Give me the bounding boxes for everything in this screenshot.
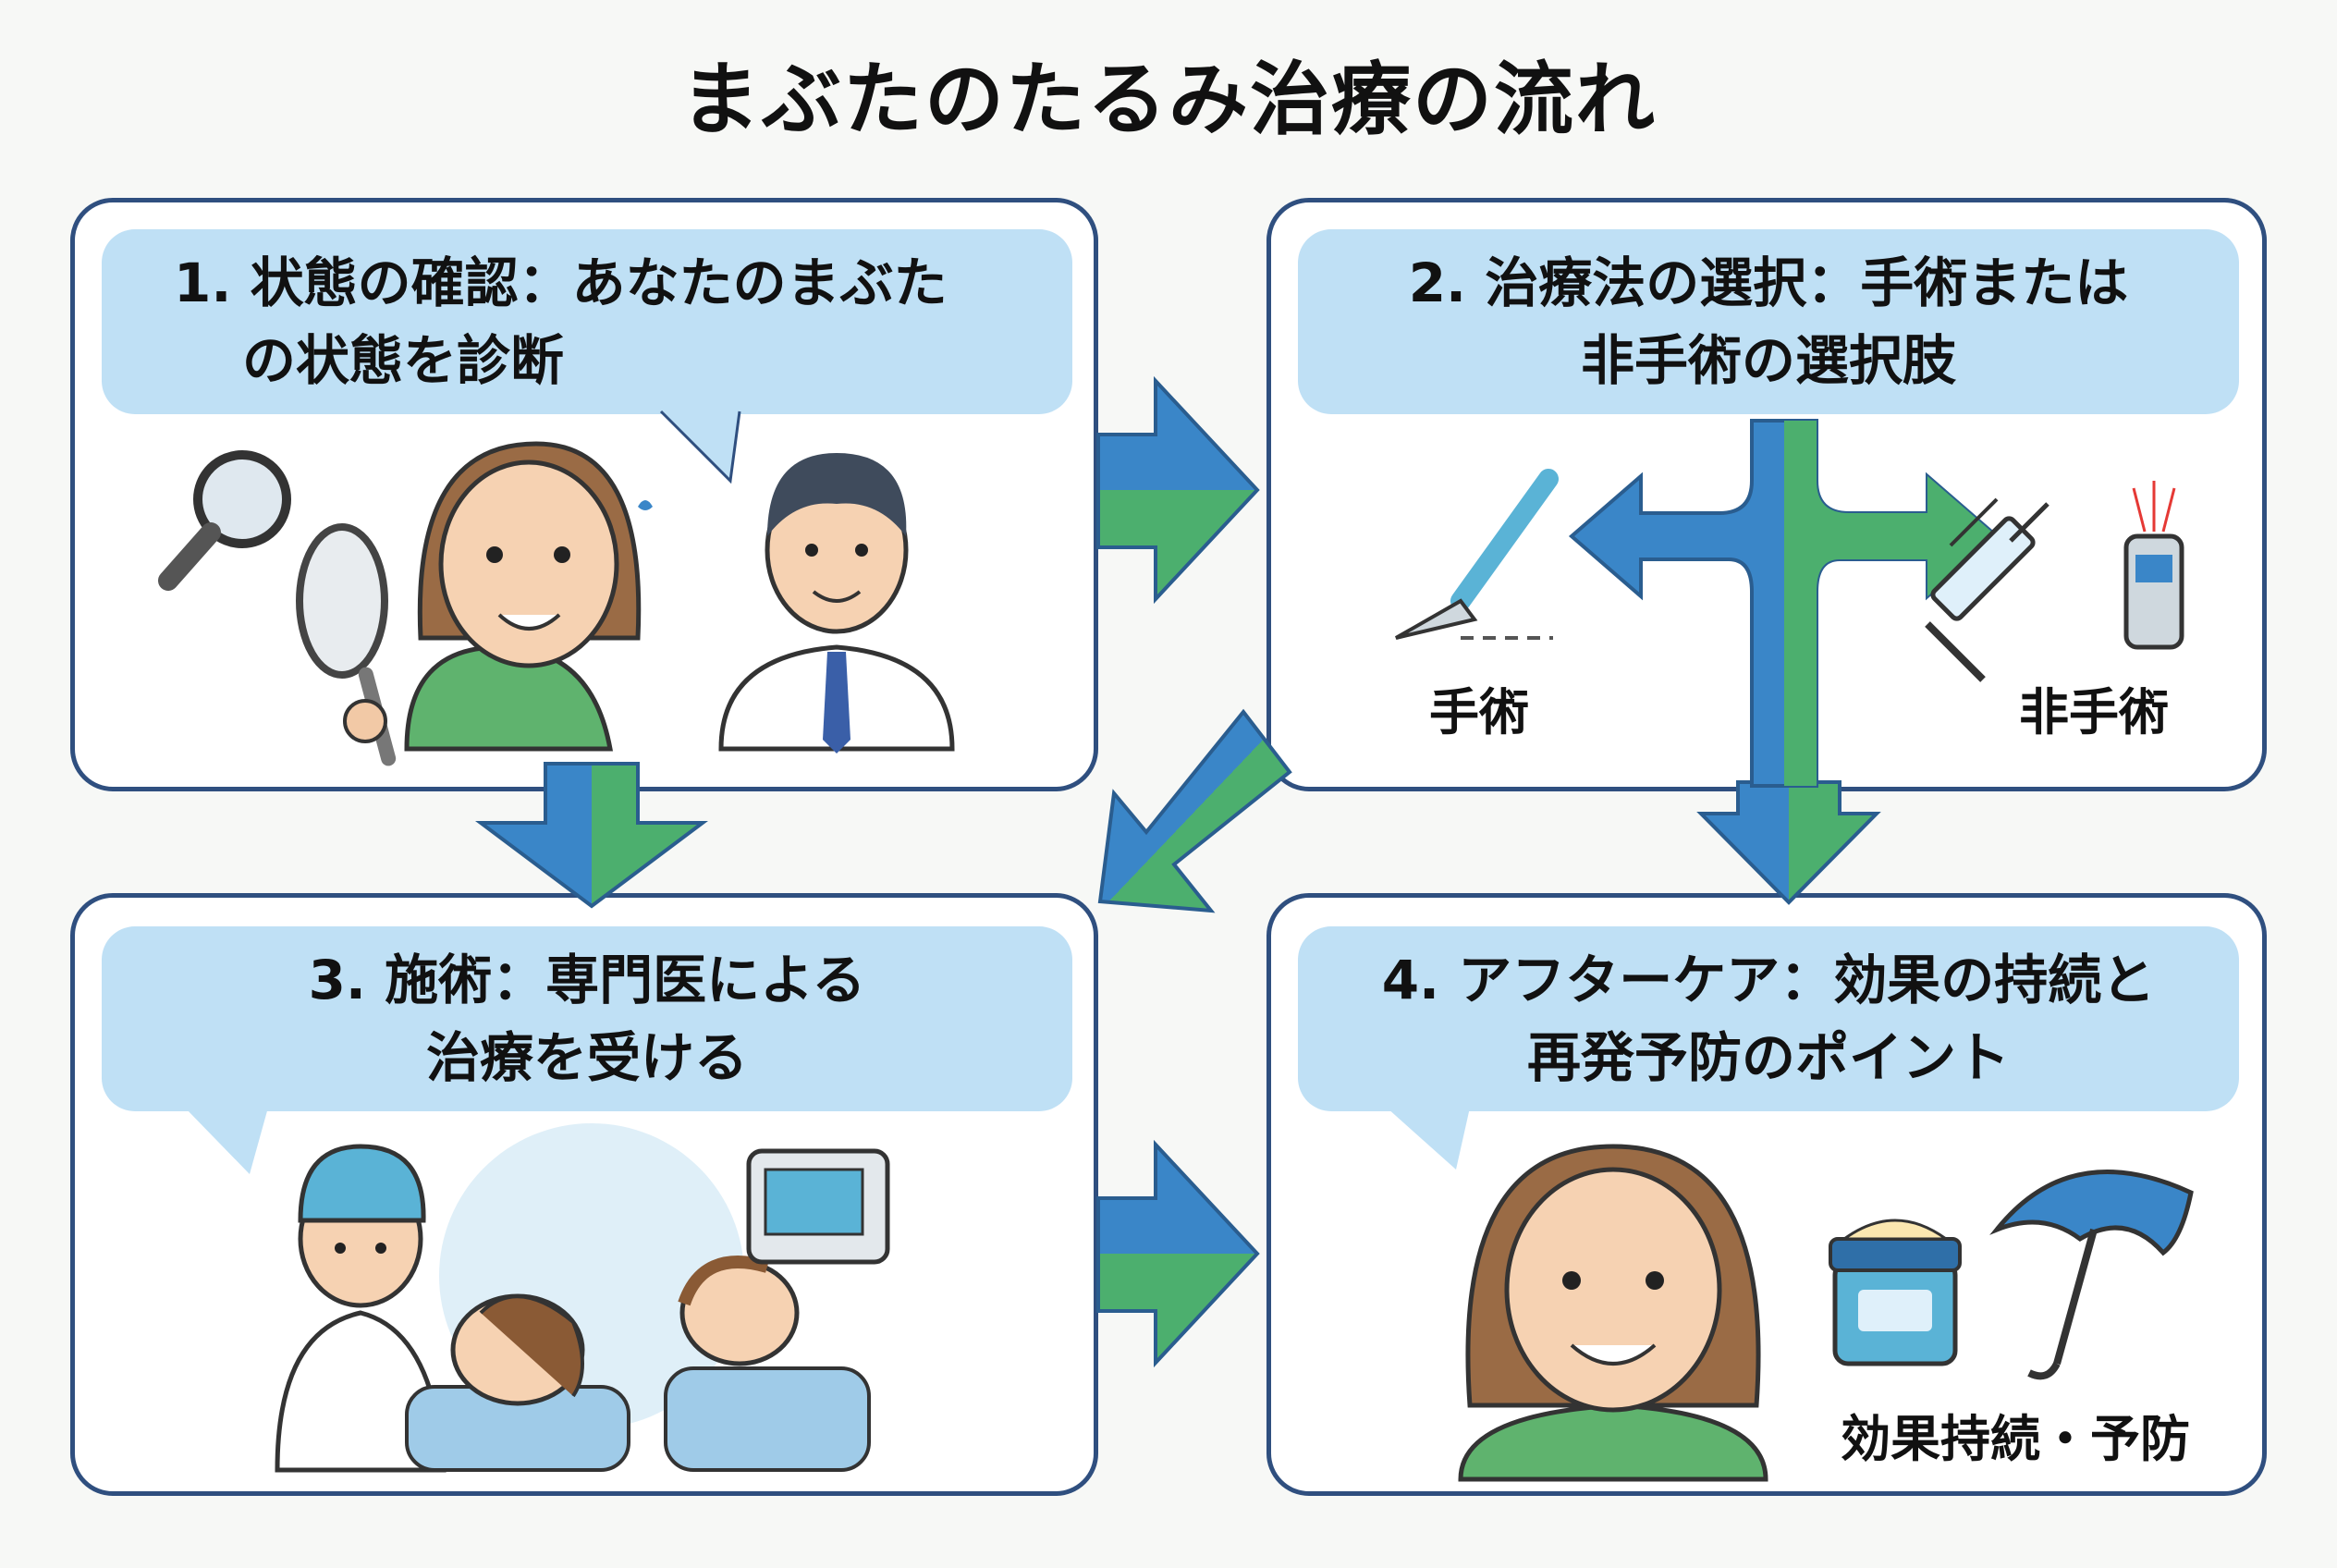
magnifier-icon xyxy=(158,450,291,591)
step-2-bubble: 2. 治療法の選択：手術または 非手術の選択肢 xyxy=(1298,229,2239,414)
step-4-line-2: 再発予防のポイント xyxy=(1526,1026,2010,1089)
step-1-bubble-tail xyxy=(661,411,740,481)
arrow-step1-to-step3 xyxy=(475,762,708,909)
cream-jar-icon xyxy=(1829,1219,1962,1366)
arrow-step3-to-step4 xyxy=(1096,1139,1260,1368)
arrow-step2-to-step3 xyxy=(1097,708,1292,913)
step-3-bubble: 3. 施術：専門医による 治療を受ける xyxy=(102,926,1072,1111)
hand-mirror-icon xyxy=(296,523,397,766)
arrow-step2-to-step4 xyxy=(1696,780,1881,905)
patient-lying-illustration xyxy=(405,1256,871,1472)
page-title: まぶたのたるみ治療の流れ xyxy=(680,54,1657,146)
monitor-icon xyxy=(746,1148,890,1265)
step-3-bubble-tail xyxy=(185,1108,268,1174)
patient-illustration xyxy=(404,441,653,752)
step-2-line-1: 2. 治療法の選択：手術または xyxy=(1408,251,2129,314)
umbrella-icon xyxy=(1989,1170,2194,1380)
arrow-step1-to-step2 xyxy=(1096,375,1260,605)
step-4-bubble: 4. アフターケア：効果の持続と 再発予防のポイント xyxy=(1298,926,2239,1111)
step-4-bubble-tail xyxy=(1387,1108,1470,1170)
step-2-line-2: 非手術の選択肢 xyxy=(1580,329,1956,392)
doctor-illustration xyxy=(718,453,955,753)
option-surgery-label: 手術 xyxy=(1429,683,1529,741)
step-1-line-2: の状態を診断 xyxy=(242,329,565,392)
step-3-line-1: 3. 施術：専門医による xyxy=(308,949,866,1011)
surgeon-illustration xyxy=(275,1144,447,1473)
option-nonsurgery-label: 非手術 xyxy=(2019,683,2169,741)
scalpel-icon xyxy=(1395,469,1559,640)
step-1-line-1: 1. 状態の確認：あなたのまぶた xyxy=(174,251,948,314)
step-1-bubble: 1. 状態の確認：あなたのまぶた の状態を診断 xyxy=(102,229,1072,414)
step-4-line-1: 4. アフターケア：効果の持続と xyxy=(1381,949,2156,1011)
branch-arrow-icon xyxy=(1568,419,2001,788)
aftercare-caption: 効果持続・予防 xyxy=(1841,1410,2190,1468)
smiling-woman-illustration xyxy=(1458,1144,1768,1482)
step-3-line-2: 治療を受ける xyxy=(425,1026,748,1089)
laser-device-icon xyxy=(2123,481,2184,650)
syringe-icon xyxy=(1925,497,2049,682)
